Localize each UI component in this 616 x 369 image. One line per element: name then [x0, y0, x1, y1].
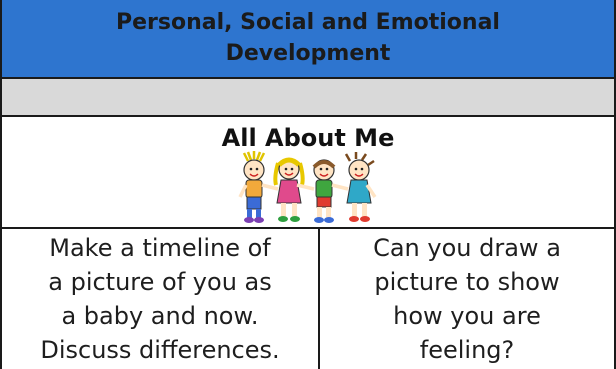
section-title: Personal, Social and Emotional Developme… [116, 9, 500, 66]
activity-text-line: picture to show [374, 268, 560, 296]
activity-cell-feelings: Can you draw a picture to show how you a… [320, 229, 614, 369]
blank-grey-row [0, 79, 616, 117]
child-figure [312, 159, 349, 223]
child-figure [344, 152, 377, 222]
child-figure [273, 157, 315, 222]
child-figure [238, 151, 279, 223]
activity-text-line: feeling? [419, 336, 515, 364]
activity-text-line: Discuss differences. [40, 336, 280, 364]
section-header: Personal, Social and Emotional Developme… [0, 0, 616, 79]
activity-text-line: how you are [393, 302, 541, 330]
activity-text-line: Can you draw a [373, 234, 561, 262]
activity-text-line: Make a timeline of [49, 234, 271, 262]
activities-row: Make a timeline of a picture of you as a… [0, 229, 616, 369]
activity-text-line: a baby and now. [61, 302, 259, 330]
topic-cell: All About Me [0, 117, 616, 229]
topic-title: All About Me [221, 124, 395, 152]
activity-cell-timeline: Make a timeline of a picture of you as a… [2, 229, 320, 369]
children-holding-hands-icon [238, 151, 377, 223]
activity-text-line: a picture of you as [48, 268, 272, 296]
